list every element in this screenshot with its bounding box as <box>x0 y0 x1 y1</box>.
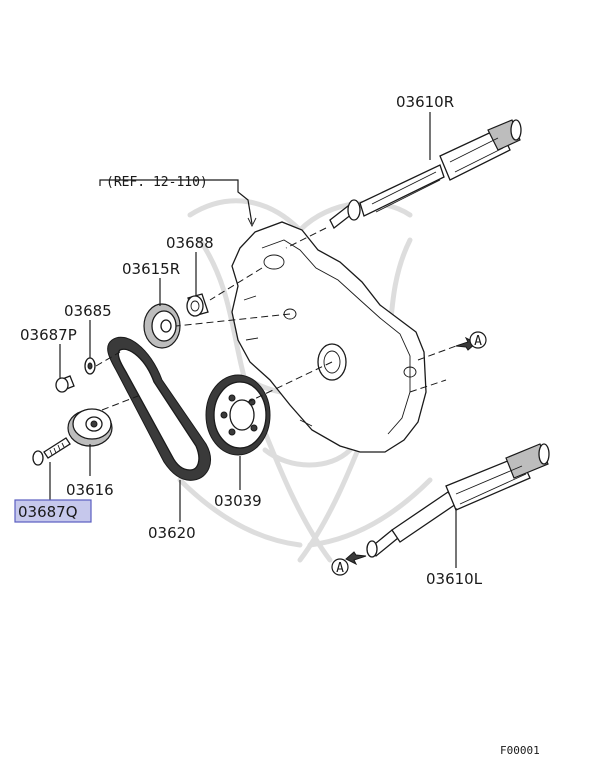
highlight-box <box>14 499 92 523</box>
highlighted-part-03687q[interactable]: 03687Q <box>14 499 92 523</box>
bolt-03687q <box>32 437 71 466</box>
sprocket-bush <box>186 293 209 317</box>
label-sprocket-bush: 03688 <box>166 234 214 252</box>
label-sprocket-right: 03615R <box>122 260 180 278</box>
balance-shaft-left <box>366 443 550 558</box>
crankshaft-sprocket <box>205 374 271 456</box>
balance-shaft-sprocket <box>143 303 181 349</box>
label-bolt-p: 03687P <box>20 326 77 344</box>
label-crank-sprocket: 03039 <box>214 492 262 510</box>
timing-belt <box>107 336 211 481</box>
assembly-lines <box>95 227 457 411</box>
label-shaft-left: 03610L <box>426 570 483 588</box>
balance-shaft-right <box>329 119 522 229</box>
label-timing-belt: 03620 <box>148 524 196 542</box>
label-washer: 03685 <box>64 302 112 320</box>
arrow-a-label: A <box>474 334 482 349</box>
leader-lines <box>49 112 457 568</box>
reference-arrow-a-right: A <box>455 331 487 351</box>
tensioner-pulley <box>67 408 113 447</box>
part-labels: 03610R (REF. 12-110) 03688 03615R 03685 … <box>20 93 483 588</box>
label-ref: (REF. 12-110) <box>106 175 208 190</box>
label-shaft-right: 03610R <box>396 93 454 111</box>
label-bolt-q[interactable]: 03687Q <box>18 503 78 521</box>
label-tensioner-pulley: 03616 <box>66 481 114 499</box>
washer <box>84 357 96 375</box>
diagram-code: F00001 <box>500 744 540 757</box>
reference-arrow-a-left: A <box>331 551 367 576</box>
arrow-a-label: A <box>336 561 344 576</box>
bolt-03687p <box>55 375 75 393</box>
